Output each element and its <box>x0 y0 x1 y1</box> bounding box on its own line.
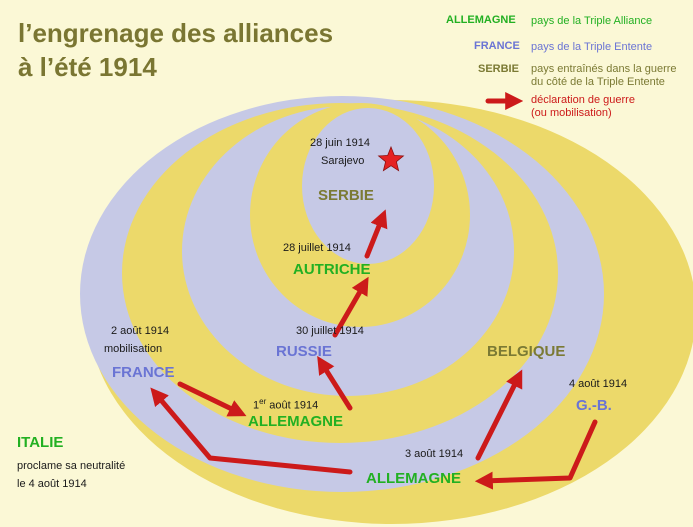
sarajevo-star-icon <box>377 145 405 172</box>
arrow-autriche-serbie <box>364 209 388 259</box>
autriche-date: 28 juillet 1914 <box>283 242 351 254</box>
allemagne1-date-rest: août 1914 <box>266 399 319 412</box>
legend-desc-triple-entente: pays de la Triple Entente <box>531 41 653 53</box>
label-gb: G.-B. <box>576 397 612 414</box>
label-belgique: BELGIQUE <box>487 343 566 360</box>
legend-desc-triple-alliance: pays de la Triple Alliance <box>531 15 653 27</box>
label-russie: RUSSIE <box>276 343 332 360</box>
label-italie: ITALIE <box>17 434 64 451</box>
allemagne1-date-day: 1 <box>253 399 260 412</box>
arrow-allemagne-france <box>150 387 353 475</box>
allemagne2-date: 3 août 1914 <box>405 448 464 460</box>
label-france: FRANCE <box>112 364 175 381</box>
legend-desc-guerre-line2: (ou mobilisation) <box>531 107 612 119</box>
label-allemagne-2: ALLEMAGNE <box>366 470 461 487</box>
italie-note-2: le 4 août 1914 <box>17 478 87 490</box>
legend-desc-guerre-line1: déclaration de guerre <box>531 94 635 106</box>
arrow-france-allemagne <box>177 381 247 417</box>
arrow-russie-autriche <box>332 276 369 338</box>
label-allemagne-1: ALLEMAGNE <box>248 413 343 430</box>
ring-blue-5 <box>302 108 434 264</box>
legend-desc-serbie-line2: du côté de la Triple Entente <box>531 76 665 88</box>
france-date: 2 août 1914 <box>111 325 170 337</box>
legend-key-france: FRANCE <box>474 40 520 52</box>
arrow-gb-allemagne <box>474 419 598 490</box>
russie-date: 30 juillet 1914 <box>296 325 364 337</box>
legend-key-allemagne: ALLEMAGNE <box>446 14 516 26</box>
arrow-allemagne-russie <box>317 355 353 411</box>
allemagne1-date: 1er août 1914 <box>253 395 318 413</box>
title-line-2: à l’été 1914 <box>18 52 157 82</box>
france-note: mobilisation <box>104 343 163 355</box>
sarajevo-date: 28 juin 1914 <box>310 137 370 149</box>
label-autriche: AUTRICHE <box>293 261 371 278</box>
italie-note-1: proclame sa neutralité <box>17 460 126 472</box>
gb-date: 4 août 1914 <box>569 378 628 390</box>
title-line-1: l’engrenage des alliances <box>18 18 334 48</box>
arrow-allemagne-belgique <box>475 369 523 461</box>
label-serbie: SERBIE <box>318 187 374 204</box>
sarajevo-place: Sarajevo <box>321 155 365 167</box>
legend-key-serbie: SERBIE <box>478 63 519 75</box>
allemagne1-date-sup: er <box>259 397 267 406</box>
legend-desc-serbie-line1: pays entraînés dans la guerre <box>531 63 677 75</box>
